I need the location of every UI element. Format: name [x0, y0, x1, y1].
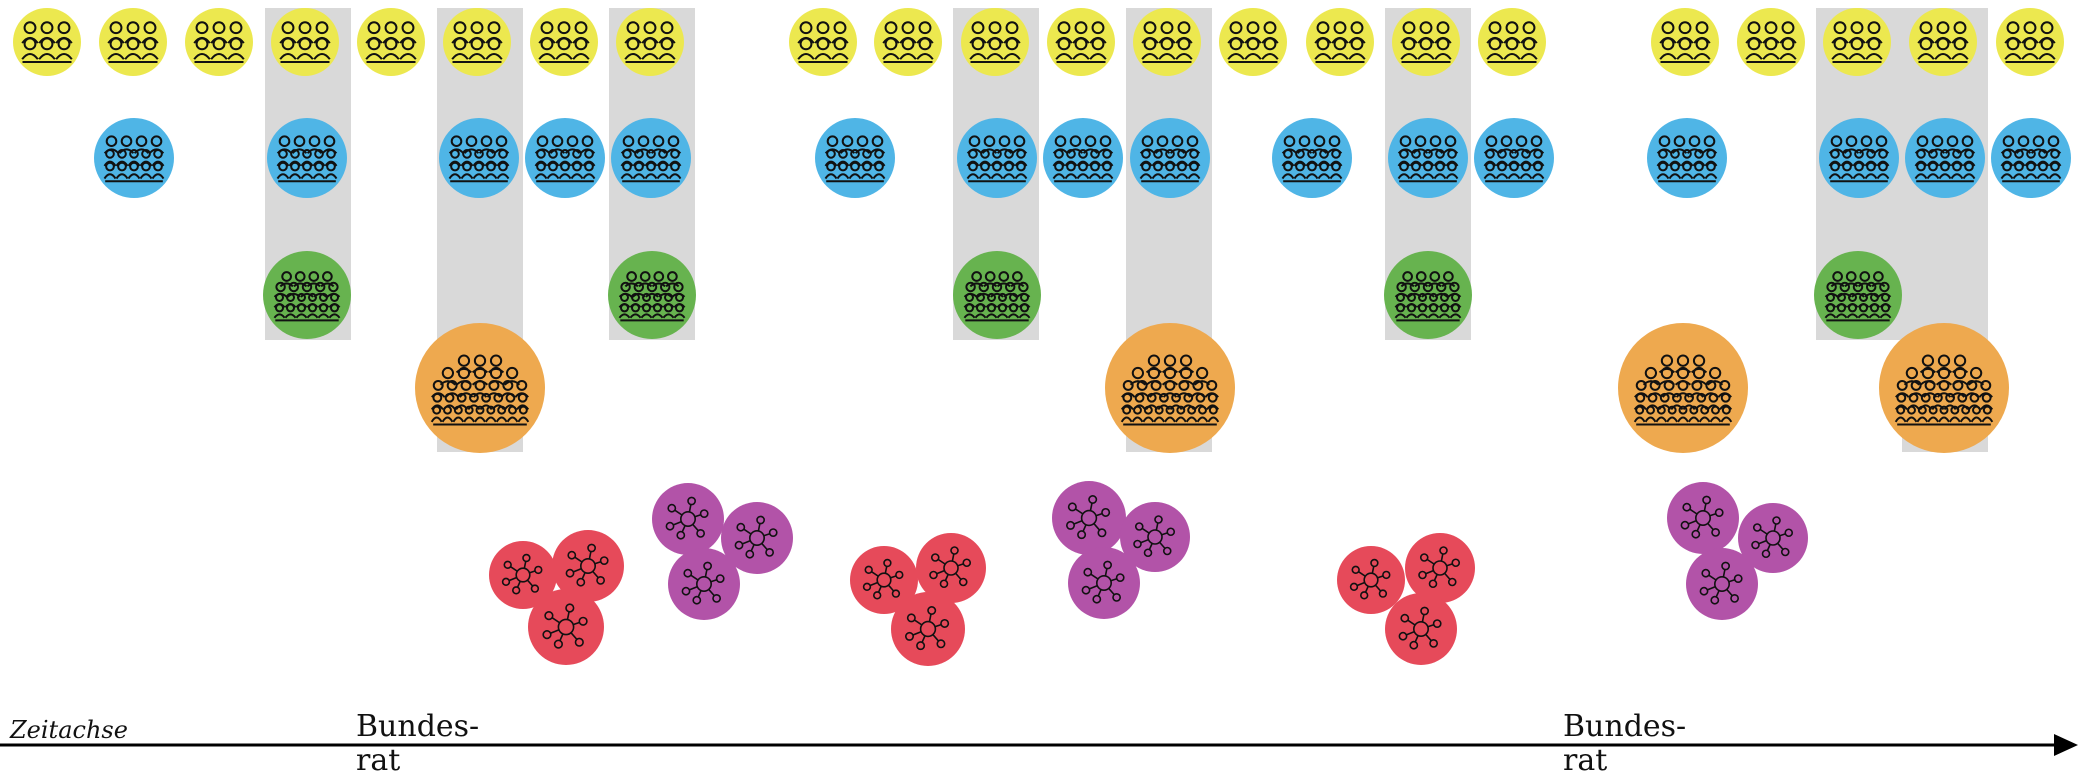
network-icon: [916, 533, 986, 603]
small-group-icon: [1823, 8, 1891, 76]
network-icon: [1385, 593, 1457, 665]
small-group-icon: [1651, 8, 1719, 76]
medium-group-icon: [1043, 118, 1123, 198]
small-group-icon: [443, 8, 511, 76]
network-icon: [652, 483, 724, 555]
network-icon: [1052, 481, 1126, 555]
large-group-icon: [1384, 251, 1472, 339]
large-group-icon: [263, 251, 351, 339]
crowd-icon: [1105, 323, 1235, 453]
network-icon: [1120, 502, 1190, 572]
medium-group-icon: [957, 118, 1037, 198]
small-group-icon: [271, 8, 339, 76]
small-group-icon: [1478, 8, 1546, 76]
medium-group-icon: [1905, 118, 1985, 198]
small-group-icon: [185, 8, 253, 76]
large-group-icon: [608, 251, 696, 339]
medium-group-icon: [1130, 118, 1210, 198]
medium-group-icon: [1474, 118, 1554, 198]
medium-group-icon: [611, 118, 691, 198]
network-icon: [1337, 546, 1405, 614]
medium-group-icon: [94, 118, 174, 198]
medium-group-icon: [1388, 118, 1468, 198]
network-icon: [528, 589, 604, 665]
crowd-icon: [1879, 323, 2009, 453]
large-group-icon: [953, 251, 1041, 339]
bundesrat-label-1: Bundes- rat: [356, 709, 480, 777]
medium-group-icon: [267, 118, 347, 198]
network-icon: [1068, 547, 1140, 619]
small-group-icon: [530, 8, 598, 76]
network-icon: [668, 548, 740, 620]
network-icon: [489, 541, 557, 609]
small-group-icon: [13, 8, 81, 76]
network-icon: [1667, 482, 1739, 554]
network-icon: [721, 502, 793, 574]
network-icon: [891, 592, 965, 666]
large-group-icon: [1814, 251, 1902, 339]
arrow-head-icon: [2054, 734, 2078, 756]
small-group-icon: [961, 8, 1029, 76]
small-group-icon: [1392, 8, 1460, 76]
small-group-icon: [1219, 8, 1287, 76]
network-icon: [1738, 503, 1808, 573]
network-icon: [1405, 533, 1475, 603]
small-group-icon: [1047, 8, 1115, 76]
network-icon: [552, 530, 624, 602]
medium-group-icon: [1991, 118, 2071, 198]
small-group-icon: [1909, 8, 1977, 76]
small-group-icon: [1737, 8, 1805, 76]
group-circles: [13, 8, 2071, 666]
medium-group-icon: [1647, 118, 1727, 198]
small-group-icon: [1133, 8, 1201, 76]
small-group-icon: [1306, 8, 1374, 76]
crowd-icon: [1618, 323, 1748, 453]
bundesrat-label-2: Bundes- rat: [1563, 709, 1687, 777]
small-group-icon: [789, 8, 857, 76]
medium-group-icon: [525, 118, 605, 198]
network-icon: [850, 546, 918, 614]
crowd-icon: [415, 323, 545, 453]
small-group-icon: [99, 8, 167, 76]
axis-label: Zeitachse: [10, 716, 128, 744]
small-group-icon: [1996, 8, 2064, 76]
network-icon: [1686, 548, 1758, 620]
medium-group-icon: [815, 118, 895, 198]
small-group-icon: [357, 8, 425, 76]
medium-group-icon: [439, 118, 519, 198]
medium-group-icon: [1819, 118, 1899, 198]
small-group-icon: [874, 8, 942, 76]
small-group-icon: [616, 8, 684, 76]
medium-group-icon: [1272, 118, 1352, 198]
time-axis: [0, 734, 2078, 756]
